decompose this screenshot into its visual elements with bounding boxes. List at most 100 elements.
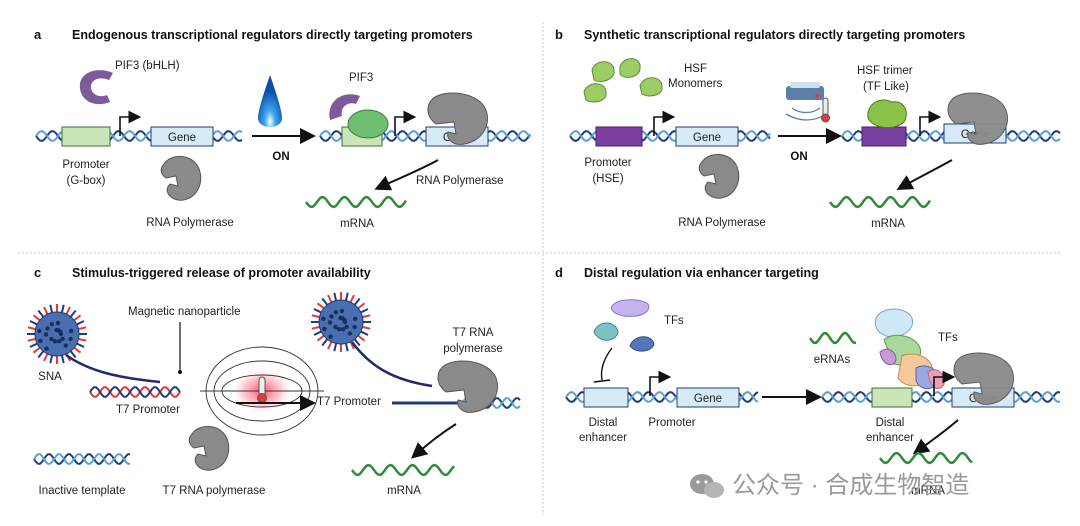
sna-label: SNA: [38, 371, 62, 383]
panel-a-letter: a: [34, 27, 42, 42]
pif3-bound-label: PIF3: [349, 72, 373, 84]
light-cone-icon: [258, 75, 282, 127]
panel-d-letter: d: [555, 265, 563, 280]
pointer-dot: [178, 370, 182, 374]
t7-rnap-sub-label: polymerase: [443, 343, 502, 355]
gene-label-b: Gene: [693, 132, 721, 144]
pif3-bound-icon: [329, 94, 360, 120]
gene-box-b: [675, 126, 739, 147]
tss-arrow-2: [394, 110, 417, 136]
rna-polymerase-bound-icon: [427, 92, 488, 145]
rna-polymerase-bound-icon-d: [953, 352, 1014, 405]
rnap-label-b: RNA Polymerase: [678, 217, 766, 229]
mrna-strand-d: [878, 451, 973, 465]
heater-device-icon: [785, 82, 827, 121]
t7-rna-polymerase-icon: [437, 360, 498, 413]
mrna-strand: [304, 195, 408, 209]
nanoparticle-icon: [27, 304, 87, 364]
panel-b-title: Synthetic transcriptional regulators dir…: [584, 28, 965, 42]
panel-a: a Endogenous transcriptional regulators …: [34, 27, 531, 230]
nanoparticle-label: Magnetic nanoparticle: [128, 306, 241, 318]
panel-d: d Distal regulation via enhancer targeti…: [555, 265, 1061, 497]
transcription-arrow: [374, 159, 439, 191]
distal-label-2: Distal: [876, 417, 905, 429]
enhancer-label-2: enhancer: [866, 432, 914, 444]
watermark: 公众号 · 合成生物智造: [690, 472, 969, 499]
gene-box-d: [676, 387, 740, 408]
tss-arrow-d: [649, 370, 672, 396]
promoter-box: [61, 126, 111, 147]
rnap-label-2: RNA Polymerase: [416, 175, 504, 187]
transcription-arrow-d: [912, 419, 959, 455]
sna-strand-2: [351, 341, 433, 388]
t7-rnap-label: T7 RNA: [453, 327, 494, 339]
transcription-arrow-b: [896, 159, 953, 190]
enhancer-box-2: [871, 387, 913, 408]
tfs-label-2: TFs: [938, 332, 958, 344]
tss-arrow-b: [653, 110, 676, 136]
panel-b-letter: b: [555, 27, 563, 42]
promoter-sub-label: (G-box): [67, 175, 106, 187]
erna-strand: [808, 331, 856, 345]
trimer-label: HSF trimer: [857, 65, 913, 77]
thermometer-icon: [815, 94, 830, 123]
gene-label: Gene: [168, 132, 196, 144]
hsf-label: HSF: [684, 63, 707, 75]
panel-a-title: Endogenous transcriptional regulators di…: [72, 28, 473, 42]
mrna-strand-c: [350, 463, 455, 477]
promoter-label-d: Promoter: [648, 417, 695, 429]
mrna-label-d: mRNA: [911, 485, 945, 497]
panel-c-title: Stimulus-triggered release of promoter a…: [72, 266, 371, 280]
tfs-label: TFs: [664, 315, 684, 327]
t7-promoter-label: T7 Promoter: [116, 404, 180, 416]
hsf-trimer-icon: [867, 99, 907, 128]
transcription-arrow-c: [410, 423, 457, 459]
nanoparticle-icon-2: [311, 292, 371, 352]
inactive-template-dna: [33, 453, 130, 465]
enhancer-label: enhancer: [579, 432, 627, 444]
panel-c-letter: c: [34, 265, 41, 280]
monomers-label: Monomers: [668, 78, 723, 90]
mrna-strand-b: [828, 195, 932, 209]
t7-rna-polymerase-icon-2: [188, 426, 230, 471]
inactive-template-label: Inactive template: [39, 485, 126, 497]
promoter-label-b: Promoter: [584, 157, 631, 169]
panel-b: b Synthetic transcriptional regulators d…: [555, 27, 1061, 230]
mrna-label: mRNA: [340, 218, 374, 230]
t7-promoter-label-2: T7 Promoter: [317, 396, 381, 408]
rna-polymerase-icon-b: [698, 154, 740, 199]
rna-polymerase-bound-icon-b: [947, 92, 1008, 145]
panel-c: c Stimulus-triggered release of promoter…: [27, 265, 521, 497]
trimer-sub-label: (TF Like): [863, 81, 909, 93]
photoreceptor-icon: [347, 109, 389, 139]
promoter-box-b2: [861, 126, 907, 147]
hsf-monomers-icon: [583, 58, 663, 103]
tf-complex-icon: [874, 308, 945, 389]
gene-label-d: Gene: [694, 393, 722, 405]
panel-d-title: Distal regulation via enhancer targeting: [584, 266, 819, 280]
pif3-label: PIF3 (bHLH): [115, 60, 180, 72]
rna-polymerase-icon: [160, 156, 202, 201]
tss-arrow-d2: [933, 370, 956, 396]
gene-box: [150, 126, 214, 147]
on-label: ON: [272, 151, 289, 163]
tss-arrow-b2: [919, 110, 942, 136]
watermark-text: 公众号 · 合成生物智造: [732, 472, 969, 499]
promoter-box-b: [595, 126, 643, 147]
on-label-b: ON: [790, 151, 807, 163]
promoter-sub-label-b: (HSE): [592, 173, 623, 185]
sna-strand: [65, 353, 161, 384]
magnetic-field-icon: [200, 346, 324, 436]
tfs-icon: [593, 299, 655, 352]
mrna-label-c: mRNA: [387, 485, 421, 497]
wechat-icon: [690, 474, 724, 498]
repression-line: [600, 347, 613, 381]
repression-bar: [593, 379, 611, 383]
erna-label: eRNAs: [814, 354, 851, 366]
pif3-protein-icon: [79, 70, 113, 105]
tss-arrow: [119, 110, 142, 136]
enhancer-box: [583, 387, 629, 408]
t7-promoter-dna: [89, 386, 181, 398]
promoter-label: Promoter: [62, 159, 109, 171]
